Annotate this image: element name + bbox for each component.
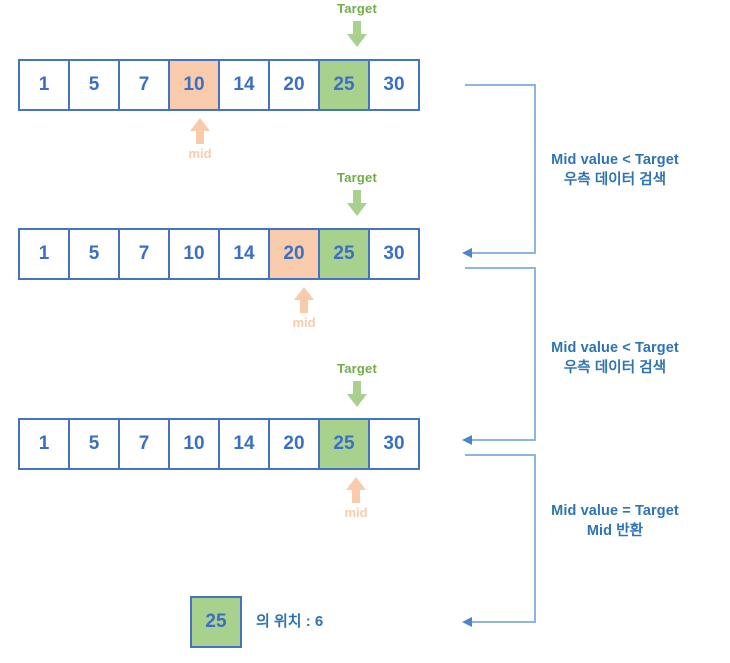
target-pointer-step-1: Target xyxy=(317,2,397,47)
array-cell-target-mid[interactable]: 25 xyxy=(318,418,370,470)
array-cell[interactable]: 14 xyxy=(218,59,270,111)
array-cell[interactable]: 14 xyxy=(218,228,270,280)
array-cell[interactable]: 5 xyxy=(68,228,120,280)
target-label: Target xyxy=(337,1,377,16)
mid-label: mid xyxy=(188,146,212,161)
mid-label: mid xyxy=(292,315,316,330)
note-line-1: Mid value = Target xyxy=(551,503,679,519)
note-line-1: Mid value < Target xyxy=(551,152,679,168)
arrow-up-icon xyxy=(294,287,314,313)
note-step-2: Mid value < Target 우측 데이터 검색 xyxy=(500,338,730,378)
arrow-up-icon xyxy=(190,118,210,144)
arrow-down-icon xyxy=(347,381,367,407)
array-row-step-2: 1 5 7 10 14 20 25 30 xyxy=(18,228,420,280)
array-cell[interactable]: 20 xyxy=(268,59,320,111)
array-cell[interactable]: 7 xyxy=(118,418,170,470)
note-step-1: Mid value < Target 우측 데이터 검색 xyxy=(500,150,730,190)
note-step-3: Mid value = Target Mid 반환 xyxy=(500,501,730,541)
mid-pointer-step-1: mid xyxy=(160,118,240,161)
mid-label: mid xyxy=(344,505,368,520)
target-label: Target xyxy=(337,170,377,185)
arrow-down-icon xyxy=(347,190,367,216)
array-cell[interactable]: 7 xyxy=(118,228,170,280)
arrow-down-icon xyxy=(347,21,367,47)
array-row-step-3: 1 5 7 10 14 20 25 30 xyxy=(18,418,420,470)
array-cell[interactable]: 1 xyxy=(18,59,70,111)
array-cell[interactable]: 14 xyxy=(218,418,270,470)
target-pointer-step-2: Target xyxy=(317,171,397,216)
arrow-up-icon xyxy=(346,477,366,503)
array-cell[interactable]: 30 xyxy=(368,418,420,470)
result-value-box[interactable]: 25 xyxy=(190,596,242,648)
mid-pointer-step-2: mid xyxy=(264,287,344,330)
array-cell[interactable]: 7 xyxy=(118,59,170,111)
mid-pointer-step-3: mid xyxy=(316,477,396,520)
array-cell[interactable]: 1 xyxy=(18,228,70,280)
note-line-2: 우측 데이터 검색 xyxy=(563,360,667,376)
array-cell-target[interactable]: 25 xyxy=(318,228,370,280)
target-pointer-step-3: Target xyxy=(317,362,397,407)
note-line-1: Mid value < Target xyxy=(551,340,679,356)
array-cell[interactable]: 10 xyxy=(168,228,220,280)
array-row-step-1: 1 5 7 10 14 20 25 30 xyxy=(18,59,420,111)
array-cell[interactable]: 5 xyxy=(68,59,120,111)
array-cell[interactable]: 20 xyxy=(268,418,320,470)
array-cell[interactable]: 5 xyxy=(68,418,120,470)
array-cell[interactable]: 30 xyxy=(368,59,420,111)
array-cell-target[interactable]: 25 xyxy=(318,59,370,111)
note-line-2: Mid 반환 xyxy=(586,523,644,539)
array-cell[interactable]: 10 xyxy=(168,418,220,470)
array-cell[interactable]: 1 xyxy=(18,418,70,470)
array-cell-mid[interactable]: 20 xyxy=(268,228,320,280)
array-cell[interactable]: 30 xyxy=(368,228,420,280)
array-cell-mid[interactable]: 10 xyxy=(168,59,220,111)
note-line-2: 우측 데이터 검색 xyxy=(563,172,667,188)
target-label: Target xyxy=(337,361,377,376)
result-position-text: 의 위치 : 6 xyxy=(256,613,324,630)
